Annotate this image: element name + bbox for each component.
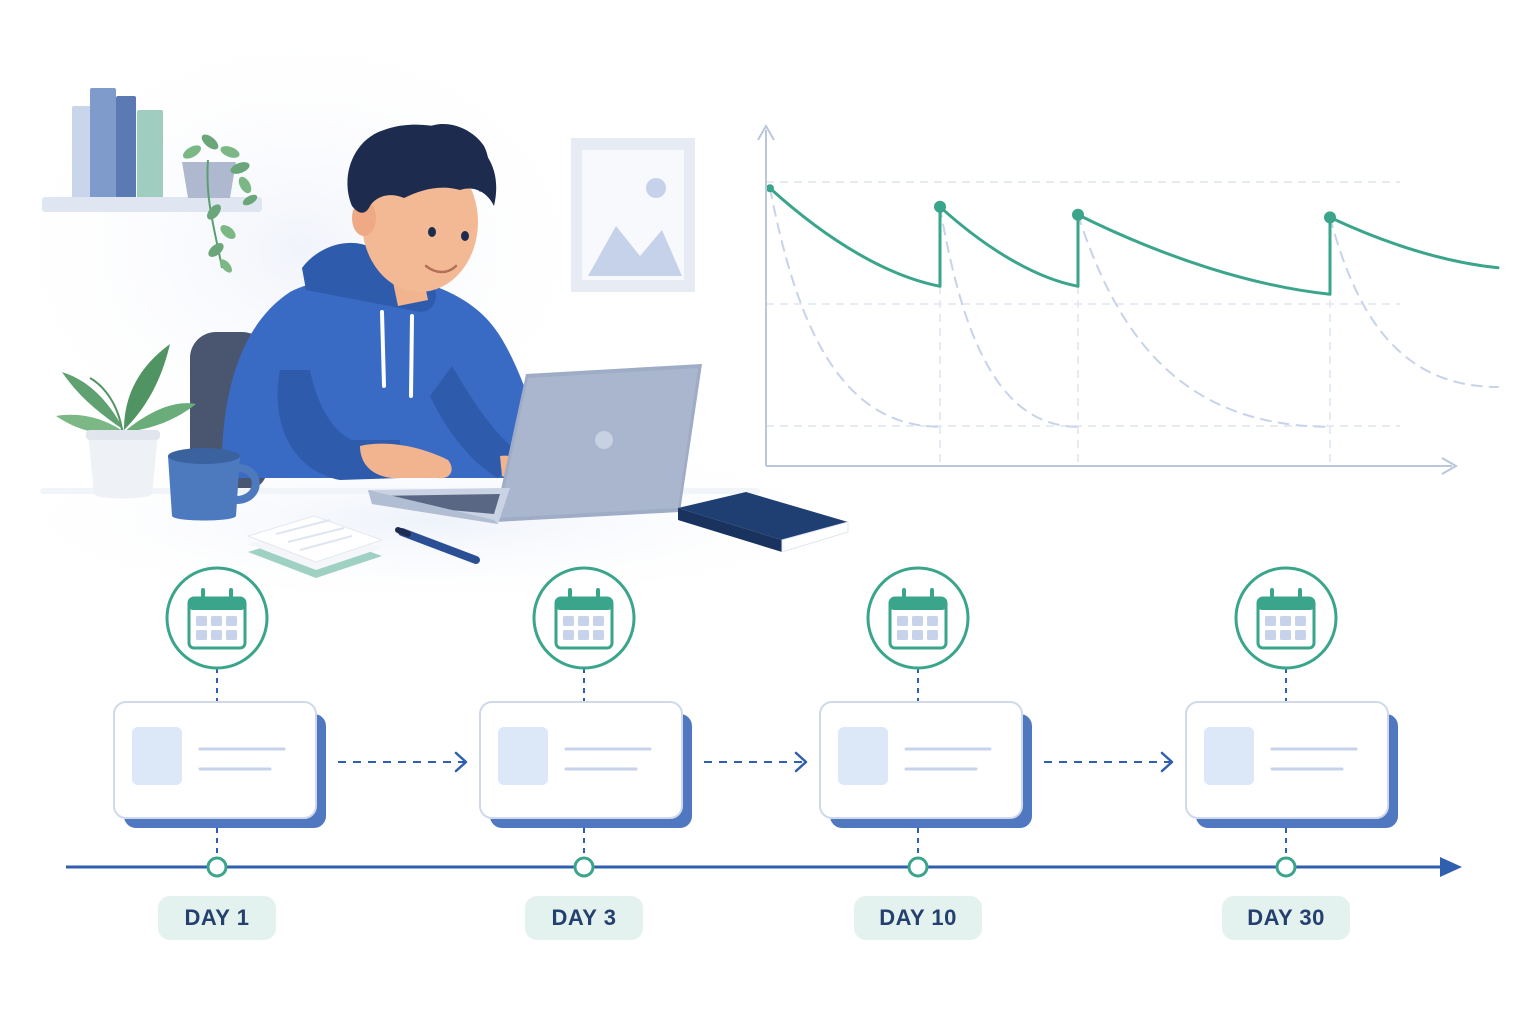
- timeline-dot: [206, 856, 228, 878]
- mug-icon: [168, 448, 260, 521]
- potted-plant-icon: [56, 344, 196, 499]
- card-image-placeholder: [838, 727, 888, 785]
- flashcard: [819, 701, 1032, 828]
- flashcard: [113, 701, 326, 828]
- notepad-icon: [246, 515, 384, 578]
- picture-frame-icon: [571, 138, 695, 292]
- bookshelf-icon: [42, 88, 262, 212]
- review-point: [766, 184, 774, 193]
- day-label: DAY 30: [1222, 896, 1350, 940]
- student-in-hoodie: [221, 124, 545, 480]
- y-axis-arrow: [757, 123, 775, 141]
- timeline-dot: [573, 856, 595, 878]
- laptop-icon: [368, 364, 702, 524]
- day-label: DAY 10: [854, 896, 982, 940]
- flashcard: [1185, 701, 1398, 828]
- day-label: DAY 3: [525, 896, 643, 940]
- timeline-dot: [907, 856, 929, 878]
- day-label: DAY 1: [158, 896, 276, 940]
- forgetting-curve-segment: [1077, 213, 1331, 428]
- calendar-icon: [866, 566, 970, 670]
- hanging-plant-icon: [182, 134, 258, 273]
- card-image-placeholder: [132, 727, 182, 785]
- review-point: [1324, 211, 1336, 224]
- retention-curve-segment: [768, 186, 942, 288]
- forgetting-curve-segment: [1329, 216, 1499, 388]
- calendar-icon: [165, 566, 269, 670]
- timeline-step: [113, 566, 326, 878]
- retention-curve-segment: [1076, 213, 1332, 296]
- calendar-icon: [1234, 566, 1338, 670]
- x-axis-arrow: [1441, 457, 1459, 475]
- timeline-step: [1185, 566, 1398, 878]
- timeline-step: [819, 566, 1032, 878]
- review-point: [1072, 208, 1084, 221]
- dashed-right-arrow: [338, 751, 468, 773]
- forgetting-curve-segment: [939, 205, 1079, 428]
- card-image-placeholder: [498, 727, 548, 785]
- retention-curve-segment: [1328, 215, 1500, 270]
- card-image-placeholder: [1204, 727, 1254, 785]
- dashed-right-arrow: [704, 751, 808, 773]
- review-timeline: [66, 566, 1462, 878]
- forgetting-curve-segment: [769, 187, 941, 428]
- flashcard: [479, 701, 692, 828]
- forgetting-curve-chart: [757, 123, 1500, 475]
- timeline-dot: [1275, 856, 1297, 878]
- timeline-arrow-head: [1440, 857, 1462, 877]
- calendar-icon: [532, 566, 636, 670]
- review-point: [934, 200, 946, 213]
- retention-curve-segment: [938, 205, 1080, 288]
- dashed-right-arrow: [1044, 751, 1174, 773]
- pen-icon: [395, 527, 480, 564]
- timeline-step: [479, 566, 692, 878]
- notebook-icon: [678, 492, 849, 553]
